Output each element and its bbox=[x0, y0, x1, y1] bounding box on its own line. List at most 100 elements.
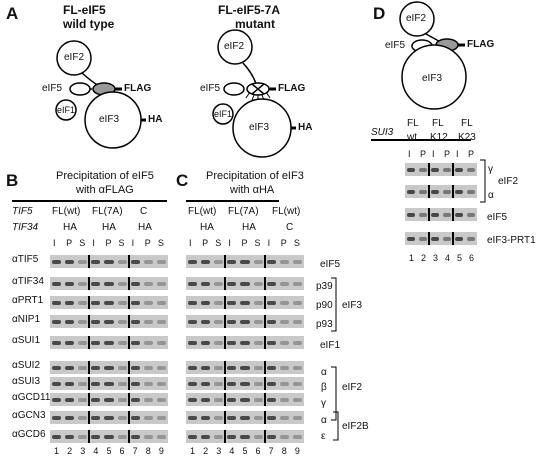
c-label-alpha: α bbox=[321, 367, 327, 378]
b-group-divider bbox=[88, 277, 91, 290]
c-band bbox=[266, 281, 276, 286]
c-band bbox=[266, 319, 276, 324]
panel-letter-a: A bbox=[6, 4, 19, 23]
b-group-divider bbox=[127, 255, 130, 268]
c-band bbox=[214, 415, 224, 420]
c-band bbox=[227, 281, 237, 286]
c-lane-number: 9 bbox=[294, 446, 300, 456]
c-lane-number: 5 bbox=[242, 446, 248, 456]
mut-flag-label: FLAG bbox=[278, 83, 306, 94]
c-label-beta: β bbox=[321, 382, 327, 393]
b-band bbox=[104, 281, 114, 286]
b-band bbox=[143, 381, 153, 386]
c-band bbox=[201, 397, 211, 402]
c-band bbox=[279, 415, 289, 420]
b-group-divider bbox=[88, 336, 91, 349]
b-band bbox=[78, 300, 88, 305]
b-band bbox=[78, 397, 88, 402]
b-band bbox=[78, 281, 88, 286]
d-band bbox=[467, 236, 475, 241]
d-band bbox=[419, 167, 427, 172]
b-lane-number: 5 bbox=[106, 446, 112, 456]
c-group-divider bbox=[224, 430, 227, 443]
b-band bbox=[156, 415, 166, 420]
c-group-divider bbox=[263, 336, 266, 349]
b-lane-number: 7 bbox=[132, 446, 138, 456]
c-band bbox=[253, 319, 263, 324]
b-band bbox=[104, 259, 114, 264]
c-group-divider bbox=[224, 255, 227, 268]
d-lane-letter: P bbox=[468, 149, 475, 159]
b-band bbox=[143, 415, 153, 420]
d-group-bottom-3: K23 bbox=[458, 132, 476, 143]
c-band bbox=[227, 381, 237, 386]
b-band bbox=[91, 319, 101, 324]
c-label-gamma: γ bbox=[321, 398, 326, 409]
c-blot-strip bbox=[186, 296, 304, 309]
panel-letter-c: C bbox=[176, 171, 189, 190]
c-group-divider bbox=[263, 411, 266, 424]
wt-eif5-label: eIF5 bbox=[42, 83, 63, 94]
b-band bbox=[117, 434, 127, 439]
mut-eif2-label: eIF2 bbox=[224, 41, 245, 52]
b-lane-letter: P bbox=[105, 238, 112, 248]
b-antibody-label: αSUI3 bbox=[12, 376, 41, 387]
d-band bbox=[431, 189, 439, 194]
b-lane-number: 4 bbox=[93, 446, 99, 456]
b-band bbox=[52, 281, 62, 286]
d-band bbox=[407, 167, 415, 172]
c-lane-number: 8 bbox=[281, 446, 287, 456]
b-band bbox=[143, 319, 153, 324]
c-band bbox=[253, 300, 263, 305]
b-band bbox=[117, 365, 127, 370]
b-band bbox=[104, 319, 114, 324]
c-lane-number: 1 bbox=[190, 446, 196, 456]
c-band bbox=[201, 259, 211, 264]
d-eif2-label: eIF2 bbox=[406, 13, 427, 24]
b-blot-strip bbox=[50, 361, 168, 374]
c-band bbox=[227, 300, 237, 305]
b-blot-strip bbox=[50, 377, 168, 390]
b-lane-number: 8 bbox=[145, 446, 151, 456]
b-band bbox=[91, 300, 101, 305]
b-band bbox=[52, 381, 62, 386]
d-flag-label: FLAG bbox=[467, 39, 495, 50]
c-label-p39: p39 bbox=[316, 281, 333, 292]
c-band bbox=[292, 381, 302, 386]
schematic-wt bbox=[55, 40, 146, 149]
d-group-top-3: FL bbox=[461, 118, 473, 129]
d-band bbox=[455, 189, 463, 194]
b-band bbox=[104, 397, 114, 402]
c-band bbox=[188, 281, 198, 286]
c-label-p93: p93 bbox=[316, 319, 333, 330]
b-lane-letter: P bbox=[66, 238, 73, 248]
d-band bbox=[467, 167, 475, 172]
c-band bbox=[292, 397, 302, 402]
c-band bbox=[214, 365, 224, 370]
b-band bbox=[91, 365, 101, 370]
d-band bbox=[467, 189, 475, 194]
b-band bbox=[52, 434, 62, 439]
b-band bbox=[143, 365, 153, 370]
d-group-divider bbox=[428, 185, 430, 198]
d-band bbox=[419, 212, 427, 217]
c-group-divider bbox=[224, 393, 227, 406]
b-band bbox=[143, 259, 153, 264]
d-lane-letter: I bbox=[456, 149, 459, 159]
b-band bbox=[130, 397, 140, 402]
d-lane-number: 1 bbox=[409, 253, 415, 263]
d-group-divider bbox=[428, 232, 430, 245]
b-gene-tif5: TIF5 bbox=[12, 206, 33, 217]
c-group-3: FL(wt) bbox=[272, 206, 301, 217]
d-blot-strip bbox=[405, 163, 477, 176]
c-band bbox=[253, 365, 263, 370]
c-group-divider bbox=[263, 393, 266, 406]
c-blot-strip bbox=[186, 411, 304, 424]
b-band bbox=[78, 415, 88, 420]
b-band bbox=[65, 415, 75, 420]
c-band bbox=[240, 434, 250, 439]
c-band bbox=[188, 415, 198, 420]
schematic-d bbox=[399, 1, 467, 110]
b-group-divider bbox=[127, 277, 130, 290]
c-band bbox=[240, 259, 250, 264]
